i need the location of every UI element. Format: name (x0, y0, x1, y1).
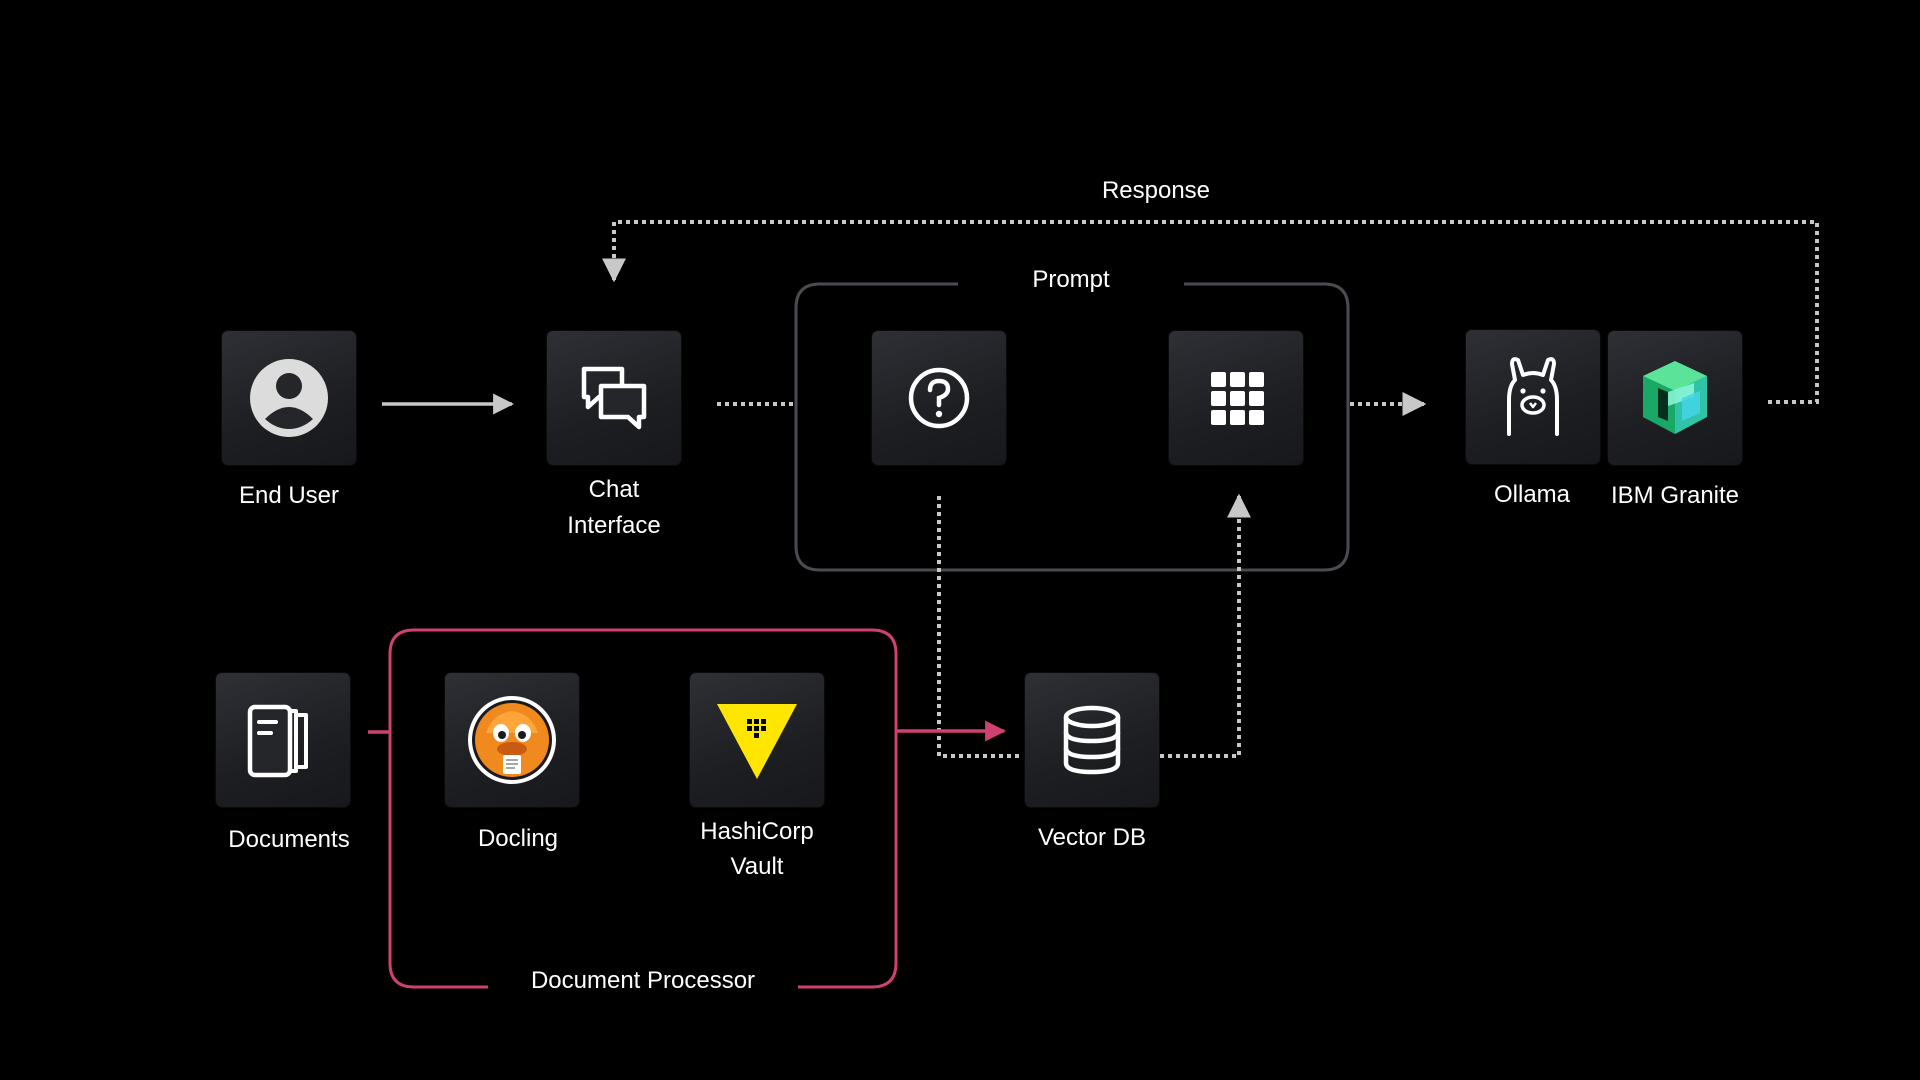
documents-icon (247, 704, 308, 778)
user-avatar-icon (250, 359, 328, 437)
grid-icon (1211, 372, 1264, 425)
prompt-group-label: Prompt (1022, 265, 1120, 295)
docling-duck-icon (468, 696, 556, 784)
ibm-granite-node (1608, 331, 1742, 465)
chat-interface-label-line1: Chat (588, 476, 640, 503)
question-node (872, 331, 1006, 465)
edge-vectordb-to-grid (1160, 493, 1251, 758)
document-processor-group-label: Document Processor (520, 966, 766, 996)
document-processor-group-border (388, 628, 898, 989)
chat-interface-label-line2: Interface (567, 512, 661, 539)
vector-db-node (1025, 673, 1159, 807)
response-edge-label: Response (1091, 176, 1221, 206)
hashicorp-vault-node (690, 673, 824, 807)
vector-db-label: Vector DB (1037, 824, 1147, 851)
hashicorp-vault-label-line1: HashiCorp (700, 818, 814, 845)
llama-icon (1507, 357, 1559, 436)
ollama-node (1466, 330, 1600, 464)
prompt-group-border (794, 282, 1350, 572)
database-icon (1063, 705, 1121, 775)
end-user-label: End User (238, 482, 340, 509)
chat-bubbles-icon (581, 366, 647, 430)
grid-node (1169, 331, 1303, 465)
docling-node (445, 673, 579, 807)
hashicorp-vault-label-line2: Vault (730, 853, 784, 880)
edge-response-loop (602, 220, 1819, 404)
end-user-node (222, 331, 356, 465)
docling-label: Docling (477, 825, 559, 852)
question-mark-icon (908, 367, 970, 429)
edge-question-to-vectordb (937, 496, 1022, 758)
documents-label: Documents (228, 826, 350, 853)
documents-node (216, 673, 350, 807)
chat-interface-node (547, 331, 681, 465)
ibm-granite-label: IBM Granite (1610, 482, 1740, 509)
ollama-label: Ollama (1493, 481, 1571, 508)
vault-triangle-icon (717, 704, 797, 779)
granite-cube-icon (1643, 361, 1707, 434)
